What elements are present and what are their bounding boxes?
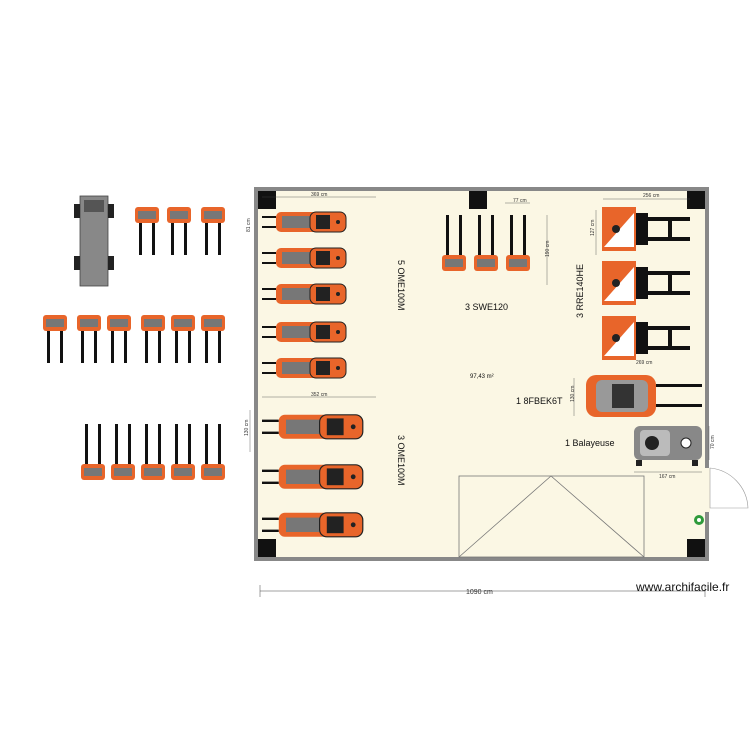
label-rre: 3 RRE140HE [575, 264, 585, 318]
dim-balayeuse-height: 70 cm [710, 435, 716, 449]
label-swe: 3 SWE120 [465, 302, 508, 312]
dim-total-width: 1090 cm [466, 589, 493, 596]
dim-rre-bottom: 269 cm [636, 360, 652, 366]
dim-ome-top-gap: 81 cm [246, 218, 252, 232]
label-fbek: 1 8FBEK6T [516, 396, 563, 406]
dim-rre-width: 256 cm [643, 193, 659, 199]
label-area: 97,43 m² [470, 374, 494, 380]
dim-swe-gap: 77 cm [513, 198, 527, 204]
dim-rre-height: 127 cm [590, 220, 596, 236]
dim-swe-height: 190 cm [545, 241, 551, 257]
watermark: www.archifacile.fr [636, 580, 730, 594]
label-balayeuse: 1 Balayeuse [565, 438, 615, 448]
dim-ome-top-width: 369 cm [311, 192, 327, 198]
dim-balayeuse-width: 167 cm [659, 474, 675, 480]
dim-fbek-height: 130 cm [570, 386, 576, 402]
dim-ome-bottom-height: 130 cm [244, 420, 250, 436]
dim-ome-bottom-width: 352 cm [311, 392, 327, 398]
label-ome-bottom: 3 OME100M [396, 435, 406, 486]
label-ome-top: 5 OME100M [396, 260, 406, 311]
